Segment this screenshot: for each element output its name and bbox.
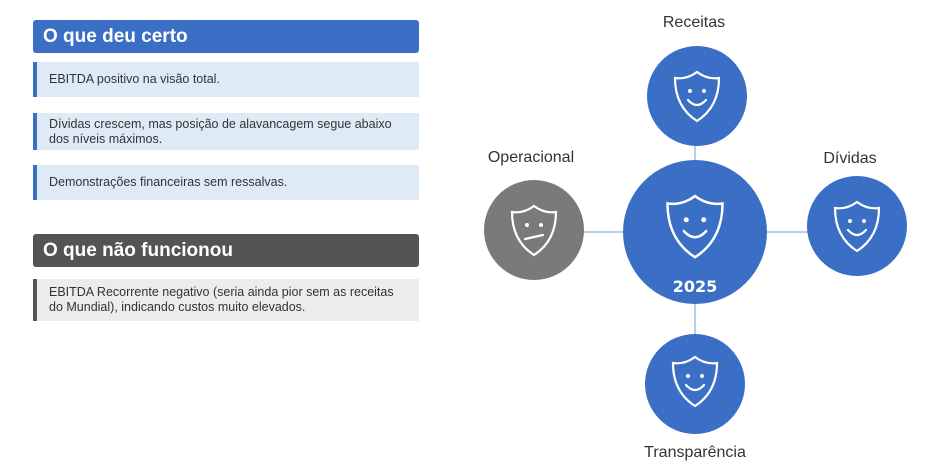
operacional-label: Operacional xyxy=(487,149,575,166)
center-year-label: 2025 xyxy=(673,277,718,296)
bad-section-title: O que não funcionou xyxy=(33,234,419,267)
happy-shield-icon xyxy=(671,355,719,408)
good-item-1: EBITDA positivo na visão total. xyxy=(33,62,419,97)
receitas-label: Receitas xyxy=(662,14,726,31)
center-node: 2025 xyxy=(623,160,767,304)
transparencia-node xyxy=(645,334,745,434)
happy-shield-icon xyxy=(833,200,881,253)
good-item-3: Demonstrações financeiras sem ressalvas. xyxy=(33,165,419,200)
operacional-node xyxy=(484,180,584,280)
transparencia-label: Transparência xyxy=(644,444,746,461)
transparencia-circle xyxy=(645,334,745,434)
receitas-circle xyxy=(647,46,747,146)
center-circle xyxy=(623,160,767,304)
good-section-title: O que deu certo xyxy=(33,20,419,53)
dividas-circle xyxy=(807,176,907,276)
dividas-label: Dívidas xyxy=(823,150,877,167)
operacional-circle xyxy=(484,180,584,280)
happy-shield-icon xyxy=(666,194,724,259)
happy-shield-icon xyxy=(673,70,721,123)
dividas-node xyxy=(807,176,907,276)
neutral-shield-icon xyxy=(510,204,558,257)
bad-item-1: EBITDA Recorrente negativo (seria ainda … xyxy=(33,279,419,321)
receitas-node xyxy=(647,46,747,146)
good-item-2: Dívidas crescem, mas posição de alavanca… xyxy=(33,113,419,150)
